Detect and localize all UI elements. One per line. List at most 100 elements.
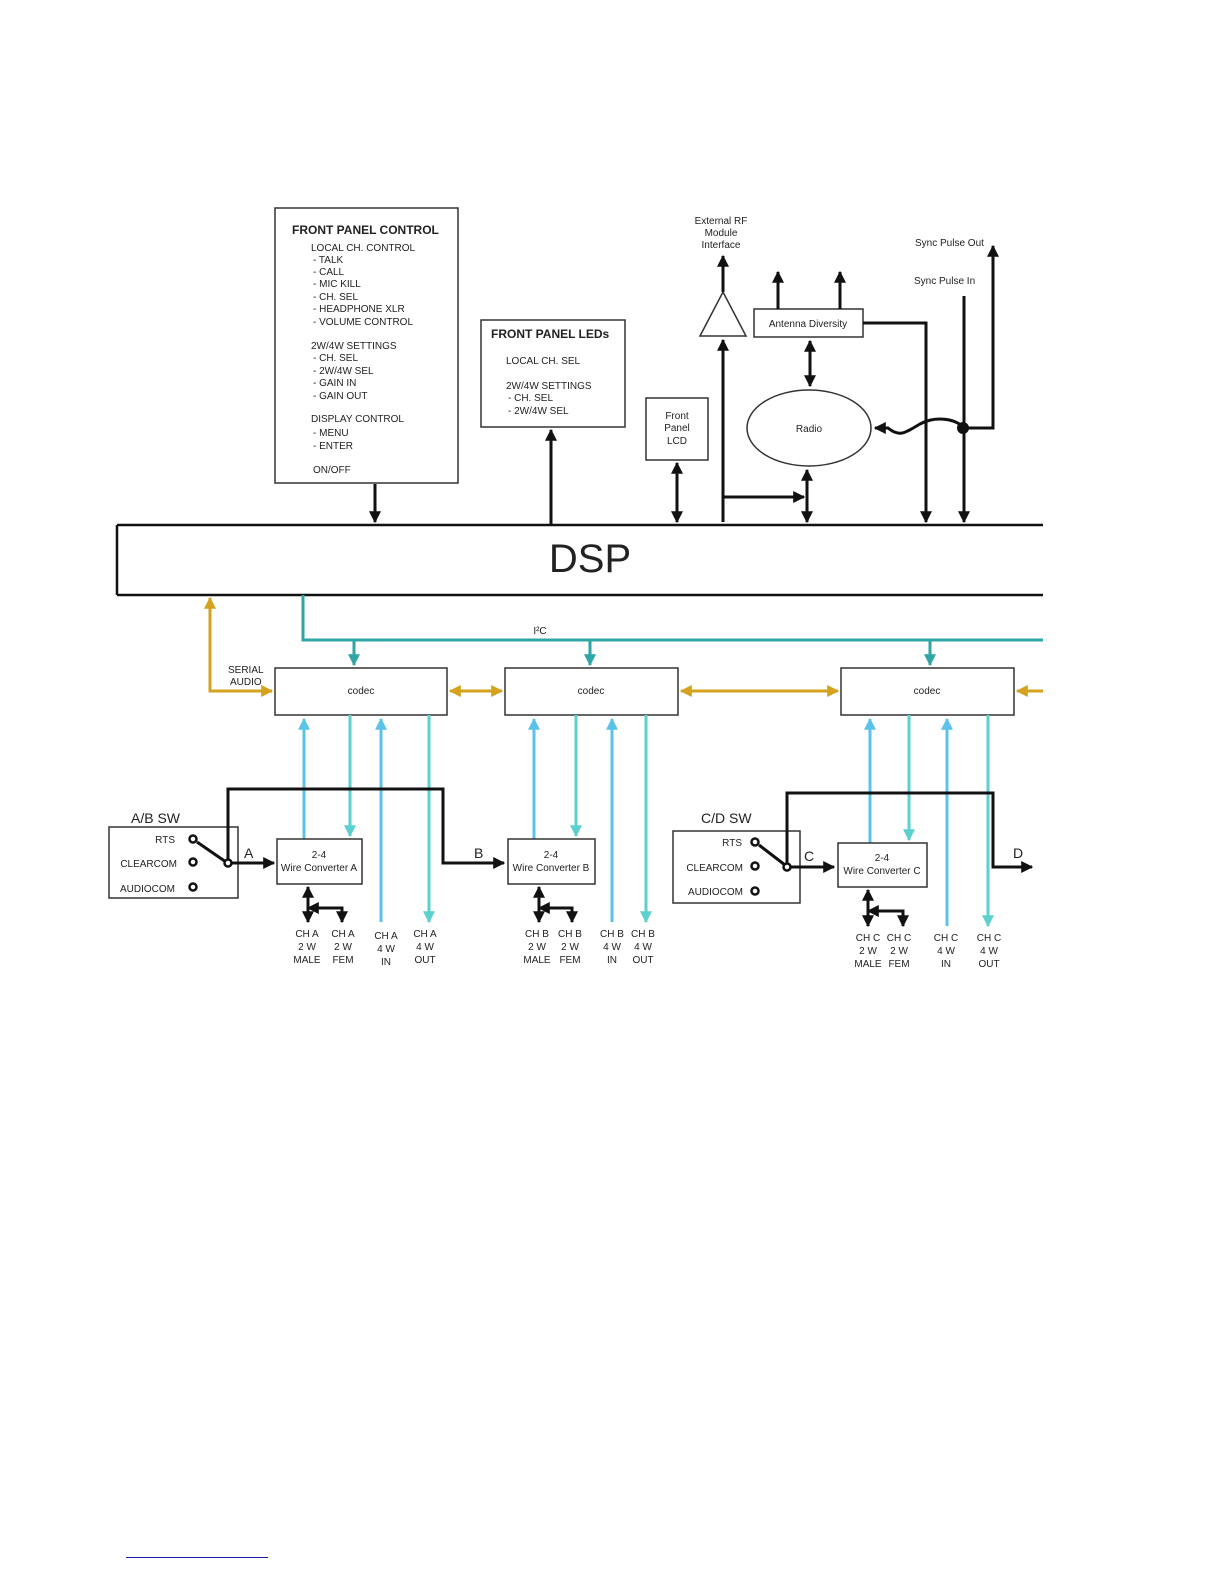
lcd-line: Front	[665, 411, 689, 422]
port-label: CH C	[856, 933, 880, 944]
front-panel-control-block: FRONT PANEL CONTROL LOCAL CH. CONTROL - …	[274, 207, 459, 484]
path-letter: A	[244, 845, 254, 861]
fpc-line: - CALL	[313, 267, 345, 278]
fpc-line: - CH. SEL	[313, 292, 358, 303]
port-label: 2 W	[334, 942, 352, 953]
port-label: FEM	[559, 955, 580, 966]
amplifier-triangle-icon	[698, 290, 748, 337]
fpc-line: - CH. SEL	[313, 353, 358, 364]
switch-contact-icon	[750, 861, 760, 871]
port-label: OUT	[414, 955, 435, 966]
cd-switch: C/D SW RTS CLEARCOM AUDIOCOM	[672, 810, 801, 904]
path-letter: D	[1013, 845, 1023, 861]
path-b-line	[226, 787, 506, 869]
sync-to-radio-line	[873, 417, 966, 435]
switch-option-label: AUDIOCOM	[120, 884, 175, 895]
codec-label: codec	[914, 686, 941, 697]
fpc-line: LOCAL CH. CONTROL	[311, 243, 416, 254]
lcd-line: LCD	[667, 436, 687, 447]
fpc-line: - 2W/4W SEL	[313, 366, 374, 377]
fpc-line: - TALK	[313, 255, 344, 266]
fpc-line: - VOLUME CONTROL	[313, 317, 413, 328]
switch-option-label: CLEARCOM	[120, 859, 177, 870]
front-panel-leds-block: FRONT PANEL LEDs LOCAL CH. SEL 2W/4W SET…	[480, 319, 626, 428]
converter-line: 2-4	[544, 850, 559, 861]
rf-interface-line: External RF	[695, 216, 748, 227]
antenna-diversity-label: Antenna Diversity	[769, 319, 847, 330]
switch-contact-icon	[188, 834, 198, 844]
port-label: 2 W	[528, 942, 546, 953]
i2c-label: I²C	[533, 626, 546, 637]
lcd-line: Panel	[664, 423, 690, 434]
fpc-line: DISPLAY CONTROL	[311, 414, 404, 425]
fpc-line: - HEADPHONE XLR	[313, 304, 405, 315]
port-label: IN	[381, 957, 391, 968]
converter-line: 2-4	[875, 853, 890, 864]
switch-lever-icon	[196, 840, 227, 864]
port-label: CH C	[977, 933, 1001, 944]
front-panel-control-title: FRONT PANEL CONTROL	[292, 223, 439, 237]
rf-interface-line: Interface	[702, 240, 741, 251]
fpc-line: - MIC KILL	[313, 279, 361, 290]
dsp-label: DSP	[549, 537, 631, 581]
sync-out-line	[964, 244, 999, 430]
codec-label: codec	[578, 686, 605, 697]
switch-pivot-icon	[223, 858, 233, 868]
switch-option-label: AUDIOCOM	[688, 887, 743, 898]
leds-line: LOCAL CH. SEL	[506, 356, 581, 367]
path-letter: B	[474, 845, 483, 861]
codec-box	[274, 667, 448, 716]
port-label: MALE	[293, 955, 321, 966]
fpc-line: - ENTER	[313, 441, 353, 452]
port-label: 4 W	[980, 946, 998, 957]
converter-line: Wire Converter A	[281, 863, 357, 874]
converter-b-box	[507, 838, 596, 885]
wire-converters: 2-4 Wire Converter A 2-4 Wire Converter …	[276, 838, 928, 888]
radio-ellipse	[746, 389, 872, 467]
converter-line: Wire Converter C	[843, 866, 920, 877]
sync-out-label: Sync Pulse Out	[915, 238, 984, 249]
fpc-line: 2W/4W SETTINGS	[311, 341, 397, 352]
ch-a-fem-link	[306, 902, 348, 924]
control-lines	[369, 244, 999, 525]
port-label: CH A	[374, 931, 398, 942]
dsp-block: DSP	[115, 523, 1043, 597]
port-label: 2 W	[859, 946, 877, 957]
serial-audio-line	[204, 596, 274, 697]
front-panel-lcd-block: Front Panel LCD	[645, 397, 709, 461]
port-label: 4 W	[377, 944, 395, 955]
radio-label: Radio	[796, 424, 823, 435]
port-label: CH A	[331, 929, 355, 940]
ch-b-fem-link	[537, 902, 578, 924]
switch-routing: A B C D	[226, 787, 1034, 873]
leds-line: - 2W/4W SEL	[508, 406, 569, 417]
port-label: OUT	[632, 955, 653, 966]
port-label: FEM	[888, 959, 909, 970]
port-label: CH A	[295, 929, 319, 940]
ab-switch-title: A/B SW	[131, 810, 181, 826]
rf-interface-line: Module	[705, 228, 738, 239]
switch-pivot-icon	[782, 862, 792, 872]
path-d-line	[785, 791, 1034, 873]
serial-audio-label: SERIAL	[228, 665, 264, 676]
i2c-line	[301, 595, 1043, 642]
port-label: OUT	[978, 959, 999, 970]
codecs: codec codec codec	[274, 667, 1015, 716]
converter-c-box	[837, 842, 928, 888]
antenna-to-dsp-line	[863, 321, 932, 524]
front-panel-leds-title: FRONT PANEL LEDs	[491, 327, 610, 341]
port-label: CH B	[631, 929, 655, 940]
two-wire-connectors	[302, 885, 909, 928]
switch-option-label: RTS	[155, 835, 175, 846]
serial-audio-label: AUDIO	[230, 677, 262, 688]
port-label: FEM	[332, 955, 353, 966]
leds-line: - CH. SEL	[508, 393, 553, 404]
codec-label: codec	[348, 686, 375, 697]
codec-box	[840, 667, 1015, 716]
port-labels: CH A 2 W MALE CH A 2 W FEM CH A 4 W IN C…	[293, 929, 1001, 970]
port-label: 4 W	[937, 946, 955, 957]
fpc-line: - GAIN IN	[313, 378, 356, 389]
port-label: 4 W	[603, 942, 621, 953]
port-label: CH C	[934, 933, 958, 944]
